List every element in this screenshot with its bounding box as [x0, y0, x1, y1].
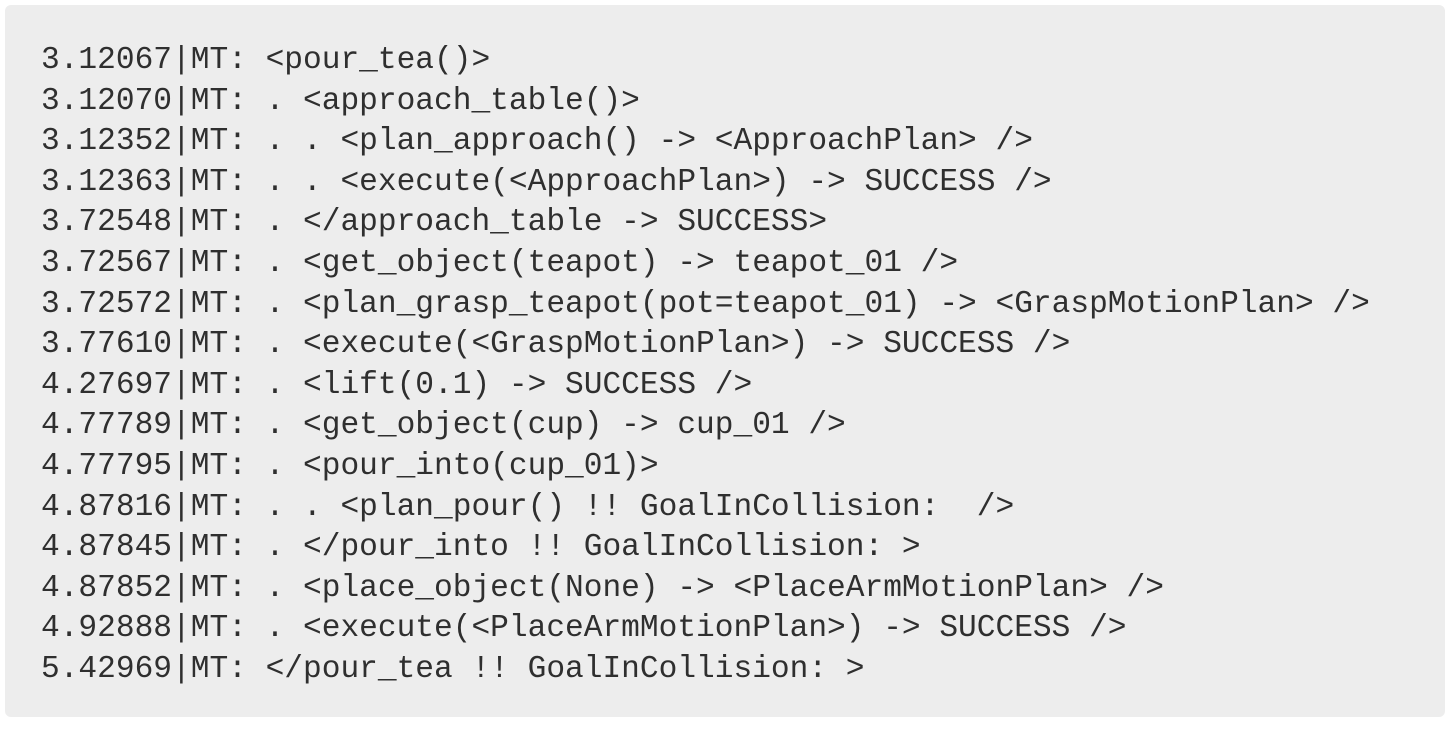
- log-line: 5.42969|MT: </pour_tea !! GoalInCollisio…: [41, 651, 865, 687]
- log-line: 3.72548|MT: . </approach_table -> SUCCES…: [41, 205, 828, 241]
- log-line: 3.72572|MT: . <plan_grasp_teapot(pot=tea…: [41, 286, 1370, 322]
- log-line: 4.27697|MT: . <lift(0.1) -> SUCCESS />: [41, 367, 753, 403]
- log-line: 4.92888|MT: . <execute(<PlaceArmMotionPl…: [41, 611, 1127, 647]
- log-line: 3.12067|MT: <pour_tea()>: [41, 43, 491, 78]
- log-line: 4.77789|MT: . <get_object(cup) -> cup_01…: [41, 408, 846, 444]
- log-line: 4.87816|MT: . . <plan_pour() !! GoalInCo…: [41, 489, 1015, 525]
- log-line: 3.12352|MT: . . <plan_approach() -> <App…: [41, 124, 1033, 160]
- log-line: 4.77795|MT: . <pour_into(cup_01)>: [41, 448, 659, 484]
- log-line: 4.87845|MT: . </pour_into !! GoalInColli…: [41, 530, 921, 566]
- log-line: 3.12070|MT: . <approach_table()>: [41, 83, 640, 119]
- code-block: 3.12067|MT: <pour_tea()> 3.12070|MT: . <a…: [5, 5, 1445, 717]
- log-line: 3.12363|MT: . . <execute(<ApproachPlan>)…: [41, 164, 1052, 200]
- log-line: 3.72567|MT: . <get_object(teapot) -> tea…: [41, 245, 959, 281]
- execution-log: 3.12067|MT: <pour_tea()> 3.12070|MT: . <a…: [41, 41, 1445, 691]
- log-line: 3.77610|MT: . <execute(<GraspMotionPlan>…: [41, 327, 1071, 363]
- log-line: 4.87852|MT: . <place_object(None) -> <Pl…: [41, 570, 1164, 606]
